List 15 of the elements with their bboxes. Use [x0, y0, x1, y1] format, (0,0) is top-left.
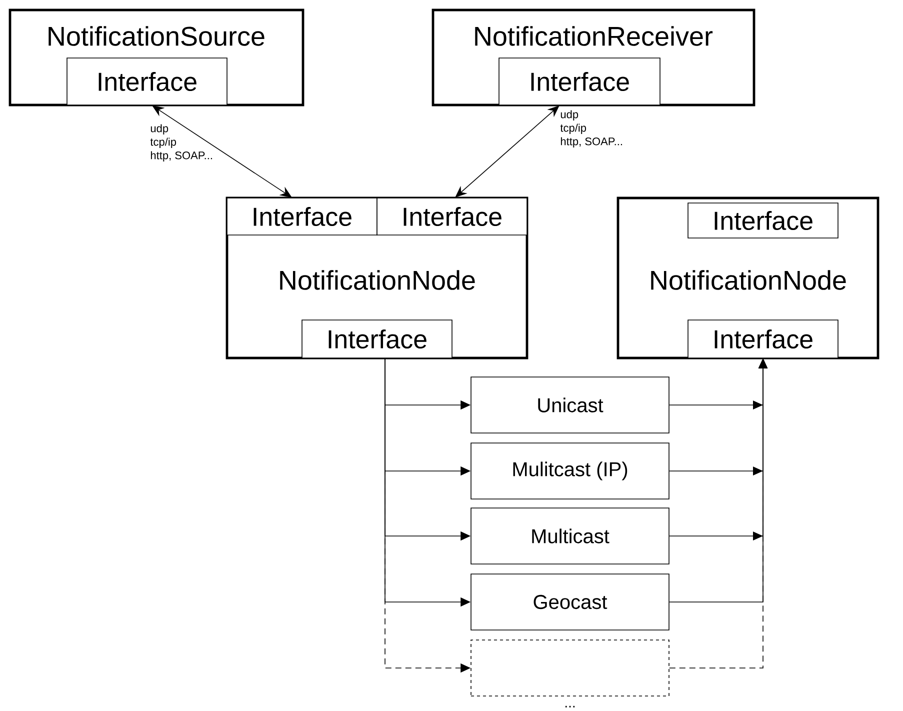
process-box: Unicast: [470, 376, 670, 434]
ellipsis-label: ...: [565, 706, 575, 708]
dashed-box: [470, 640, 670, 696]
edge-label: udp tcp/ip http, SOAP...: [560, 110, 622, 148]
interface-box: Interface: [66, 58, 228, 106]
process-box: Geocast: [470, 574, 670, 630]
edge-label: udp tcp/ip http, SOAP...: [150, 124, 212, 162]
interface-box: Interface: [226, 198, 378, 236]
interface-box: Interface: [376, 198, 528, 236]
process-box: Mulitcast (IP): [470, 442, 670, 500]
process-box: Multicast: [470, 508, 670, 564]
interface-box: Interface: [688, 320, 838, 358]
interface-box: Interface: [688, 202, 838, 238]
interface-box: Interface: [498, 58, 660, 106]
interface-box: Interface: [302, 320, 452, 358]
